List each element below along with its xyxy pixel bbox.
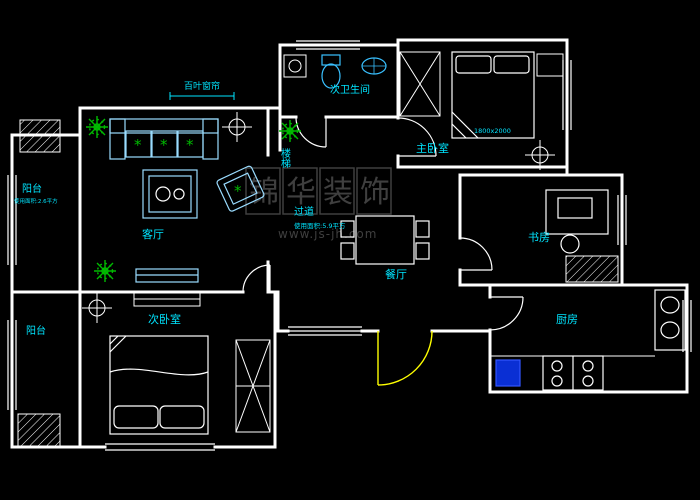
coffee-table [142,169,198,219]
balcony-top-area-label: 使用面积:2.6平方 [14,197,58,205]
kitchen-sink [654,289,686,351]
kitchen-appliance [495,359,521,387]
living-room-label: 客厅 [142,227,164,241]
kitchen-stove [542,355,604,391]
sofa-star-icon: * [186,136,194,154]
bathroom-label: 次卫生间 [330,83,370,96]
study-label: 书房 [528,231,550,244]
sofa [109,118,219,160]
study-desk [545,189,609,254]
sofa-star-icon: * [160,136,168,154]
blinds-bracket [169,92,235,100]
armchair [216,165,265,212]
washing-machine [283,54,307,78]
second-wardrobe [235,339,271,433]
hallway-label: 过道 [294,205,314,218]
toilet [321,54,341,89]
armchair-star-icon: * [234,182,242,200]
watermark-brand: 锦华装饰 [249,175,397,210]
walls [10,38,689,449]
master-bed [451,51,535,139]
balcony-hatch-cabinets [17,119,61,447]
hallway-area-label: 使用面积:5.9平方 [294,221,346,230]
balcony-top-label: 阳台 [22,182,42,195]
tv-stand-living [135,268,199,283]
master-wardrobe [399,51,441,117]
entry-door-swing [377,330,433,386]
stairs-label: 楼梯 [279,147,291,169]
kitchen-label: 厨房 [556,313,578,326]
dining-table [340,215,430,265]
master-nightstand [536,53,564,77]
study-cabinet [565,255,619,283]
master-bed-dim-label: 1800x2000 [474,127,511,135]
bathroom-sink [361,57,387,75]
windows [7,40,692,451]
plant-icon [93,259,117,283]
tv-stand-bedroom [133,292,201,307]
blinds-label: 百叶窗帘 [184,80,220,92]
second-bedroom-label: 次卧室 [148,312,181,326]
balcony-bottom-label: 阳台 [26,324,46,337]
second-bed [109,335,209,435]
sofa-star-icon: * [134,136,142,154]
plant-icon [85,115,109,139]
plant-icon [278,119,302,143]
master-bedroom-label: 主卧室 [416,141,449,155]
door-swings [242,116,524,331]
dining-label: 餐厅 [385,267,407,281]
